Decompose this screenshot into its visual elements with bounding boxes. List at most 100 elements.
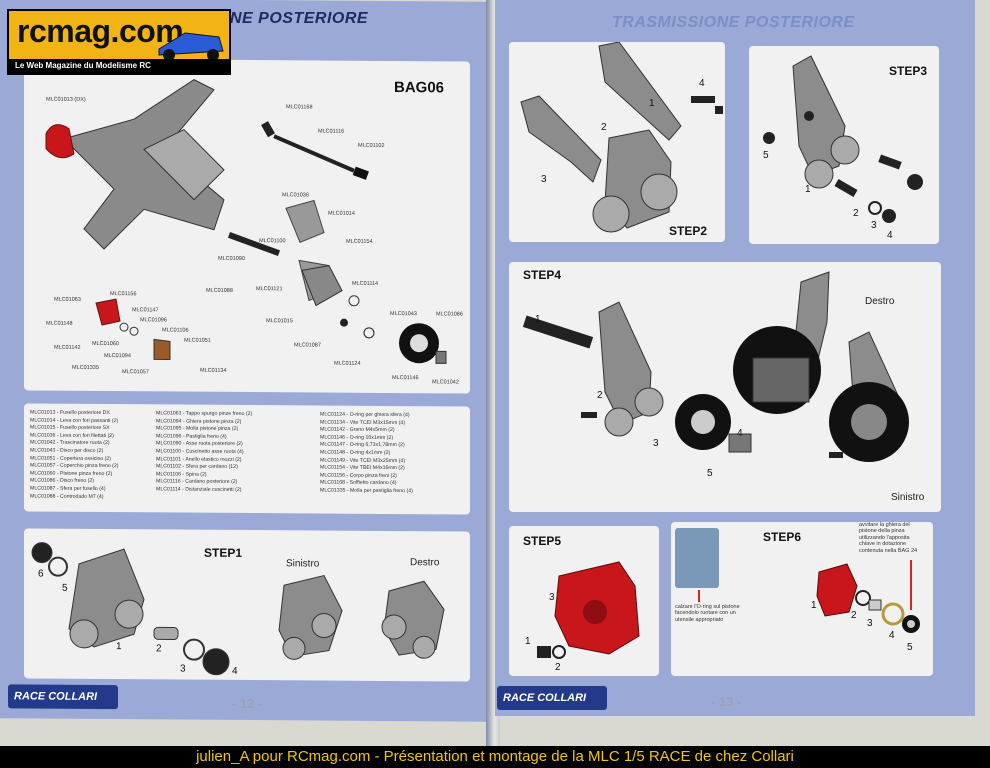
left-page: BAG06 MLC01013 (DX) MLC01168 MLC01116 ML… (0, 0, 493, 722)
step1-diagram (31, 542, 445, 676)
step4-panel: STEP4 Destro Sinistro 1 2 3 4 5 (509, 262, 941, 512)
callout-label: MLC01134 (200, 367, 227, 374)
logo-site-name: rcmag.com (17, 13, 184, 49)
part-number: 2 (601, 122, 607, 133)
part-number: 1 (649, 98, 655, 109)
callout-label: MLC01124 (334, 360, 361, 367)
part-number: 4 (889, 630, 895, 641)
right-side-label: Destro (865, 296, 895, 307)
part-number: 3 (549, 592, 555, 603)
bag-label: BAG06 (394, 79, 445, 97)
callout-label: MLC01014 (328, 210, 355, 217)
car-icon (158, 32, 224, 61)
part-number: 2 (853, 208, 859, 219)
step6-note: calzare l'O-ring sul pistone facendolo r… (675, 604, 740, 623)
part-number: 2 (555, 662, 561, 673)
step3-label: STEP3 (889, 64, 928, 78)
part-number: 2 (851, 610, 857, 621)
magazine-photo: BAG06 MLC01013 (DX) MLC01168 MLC01116 ML… (0, 0, 990, 746)
callout-label: MLC01147 (132, 307, 159, 314)
callout-label: MLC01148 (46, 320, 73, 327)
race-collari-logo: RACE COLLARI (8, 684, 118, 710)
part-number: 1 (811, 600, 817, 611)
part-number: 2 (156, 643, 162, 655)
callout-label: MLC01100 (259, 238, 286, 245)
callout-label: MLC01088 (206, 287, 233, 294)
step5-panel: STEP5 1 2 3 (509, 526, 659, 676)
part-number: 3 (867, 618, 873, 629)
part-number: 1 (535, 314, 541, 325)
part-number: 4 (737, 428, 743, 439)
callout-label: MLC01142 (54, 344, 81, 351)
callout-label: MLC01043 (390, 311, 417, 318)
left-side-label: Sinistro (286, 558, 320, 570)
callout-label: MLC01042 (432, 379, 459, 386)
part-number: 5 (62, 582, 68, 594)
callout-label: MLC01086 (436, 311, 463, 318)
exploded-view-diagram (45, 79, 447, 364)
left-side-label: Sinistro (891, 492, 925, 503)
part-number: 5 (707, 468, 713, 479)
callout-label: MLC01156 (110, 291, 137, 298)
parts-list-column: MLC01013 - Fusello posteriore DX MLC0101… (30, 409, 119, 500)
callout-label: MLC01106 (162, 327, 189, 334)
part-number: 4 (232, 665, 238, 677)
step2-diagram (520, 42, 723, 233)
part-number: 2 (597, 390, 603, 401)
part-number: 5 (907, 642, 913, 653)
callout-label: MLC01146 (392, 375, 419, 382)
parts-list-column: MLC01124 - O-ring per ghiera sfera (4) M… (320, 411, 413, 495)
part-number: 1 (116, 641, 122, 653)
step5-diagram (537, 561, 640, 659)
callout-label: MLC01060 (92, 340, 119, 348)
part-number: 3 (180, 663, 186, 675)
callout-label: MLC01168 (286, 104, 313, 111)
step4-label: STEP4 (523, 268, 562, 282)
step6-panel: calzare l'O-ring sul pistone facendolo r… (671, 522, 933, 676)
part-number: 6 (38, 568, 44, 580)
callout-label: MLC01036 (282, 192, 309, 199)
step3-panel: STEP3 1 2 3 4 5 (749, 46, 939, 244)
callout-label: MLC01057 (122, 369, 149, 376)
parts-list-panel: MLC01013 - Fusello posteriore DX MLC0101… (24, 403, 470, 515)
step2-panel: STEP2 1 2 3 4 (509, 42, 725, 242)
callout-label: MLC01094 (104, 353, 131, 360)
right-side-label: Destro (410, 557, 440, 569)
logo-tagline: Le Web Magazine du Modelisme RC (9, 59, 229, 73)
callout-label: MLC01154 (346, 238, 373, 245)
part-number: 5 (763, 150, 769, 161)
step4-diagram (522, 271, 909, 462)
step6-label: STEP6 (763, 530, 802, 544)
part-number: 4 (887, 230, 893, 241)
page-number: - 12 - (232, 695, 263, 712)
detail-photo (675, 528, 719, 588)
callout-label: MLC01121 (256, 286, 283, 293)
step2-label: STEP2 (669, 224, 708, 238)
left-page-header: NE POSTERIORE (230, 10, 369, 27)
parts-list-column: MLC01063 - Tappo spurgo pinze freno (2) … (156, 410, 253, 493)
step1-panel: STEP1 Sinistro Destro 6 5 1 2 3 4 (24, 528, 470, 682)
rcmag-logo: rcmag.com Le Web Magazine du Modelisme R… (7, 9, 231, 75)
part-number: 1 (525, 636, 531, 647)
callout-label: MLC01102 (358, 142, 385, 149)
right-page: STEP2 1 2 3 4 STEP3 1 (495, 0, 975, 716)
race-collari-logo: RACE COLLARI (497, 686, 607, 710)
step5-label: STEP5 (523, 534, 562, 548)
step6-note: avvitare la ghiera del pistone della pin… (859, 522, 918, 554)
part-number: 3 (871, 220, 877, 231)
page-number: - 13 - (711, 694, 742, 709)
callout-label: MLC01114 (352, 280, 379, 287)
right-page-header: TRASMISSIONE POSTERIORE (612, 14, 855, 31)
step6-diagram (698, 560, 920, 633)
part-number: 1 (805, 184, 811, 195)
callout-label: MLC01116 (318, 128, 345, 135)
callout-label: MLC01015 (266, 318, 293, 325)
callout-label: MLC01090 (218, 255, 245, 262)
callout-label: MLC01087 (294, 342, 321, 349)
part-number: 3 (541, 174, 547, 185)
callout-label: MLC01051 (184, 337, 211, 344)
part-number: 3 (653, 438, 659, 449)
part-number: 4 (699, 78, 705, 89)
callout-label: MLC01013 (DX) (46, 96, 86, 103)
step1-label: STEP1 (204, 545, 243, 560)
